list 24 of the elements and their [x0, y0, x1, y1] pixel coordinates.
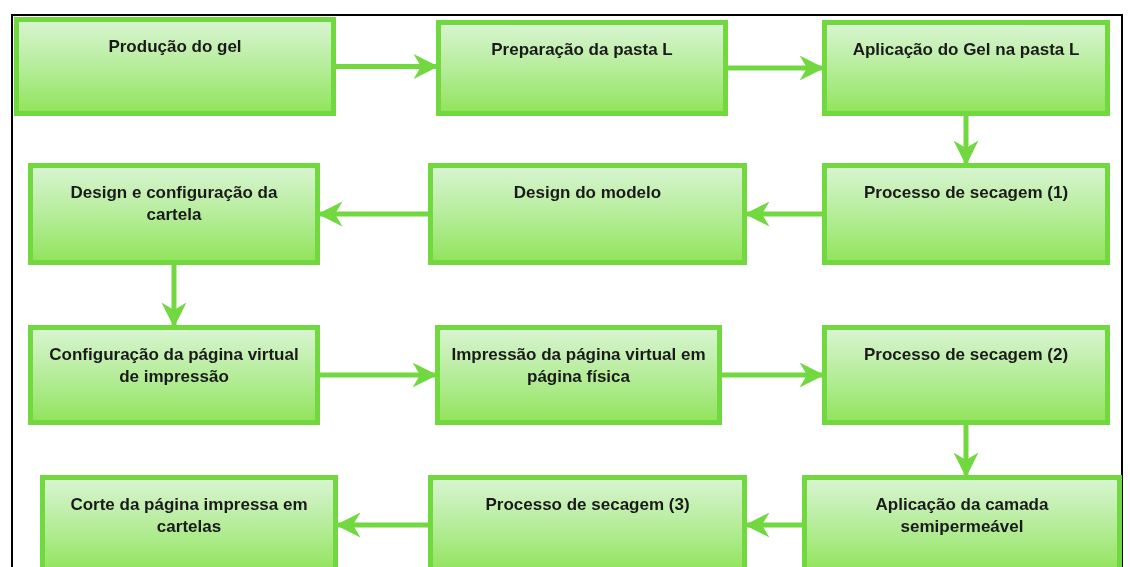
process-box [822, 325, 1110, 425]
step-label: Design e configuração da cartela [69, 182, 279, 226]
step-label: Processo de secagem (1) [863, 182, 1069, 204]
step-label: Produção do gel [108, 36, 242, 58]
step-label: Impressão da página virtual em página física [450, 344, 707, 388]
step-label: Processo de secagem (3) [485, 494, 690, 516]
step-label: Design do modelo [513, 182, 662, 204]
process-box [436, 20, 728, 116]
step-label: Aplicação da camada semipermeável [874, 494, 1050, 538]
process-box [28, 163, 320, 265]
process-box [802, 475, 1122, 567]
process-box [428, 475, 747, 567]
process-box [28, 325, 320, 425]
process-box [428, 163, 747, 265]
step-label: Aplicação do Gel na pasta L [852, 39, 1080, 61]
process-box [14, 17, 336, 116]
step-label: Corte da página impressa em cartelas [69, 494, 309, 538]
step-label: Preparação da pasta L [491, 39, 673, 61]
process-box [40, 475, 338, 567]
step-label: Configuração da página virtual de impressão [48, 344, 300, 388]
process-box [822, 163, 1110, 265]
process-box [822, 20, 1110, 116]
step-label: Processo de secagem (2) [863, 344, 1069, 366]
process-box [435, 325, 722, 425]
